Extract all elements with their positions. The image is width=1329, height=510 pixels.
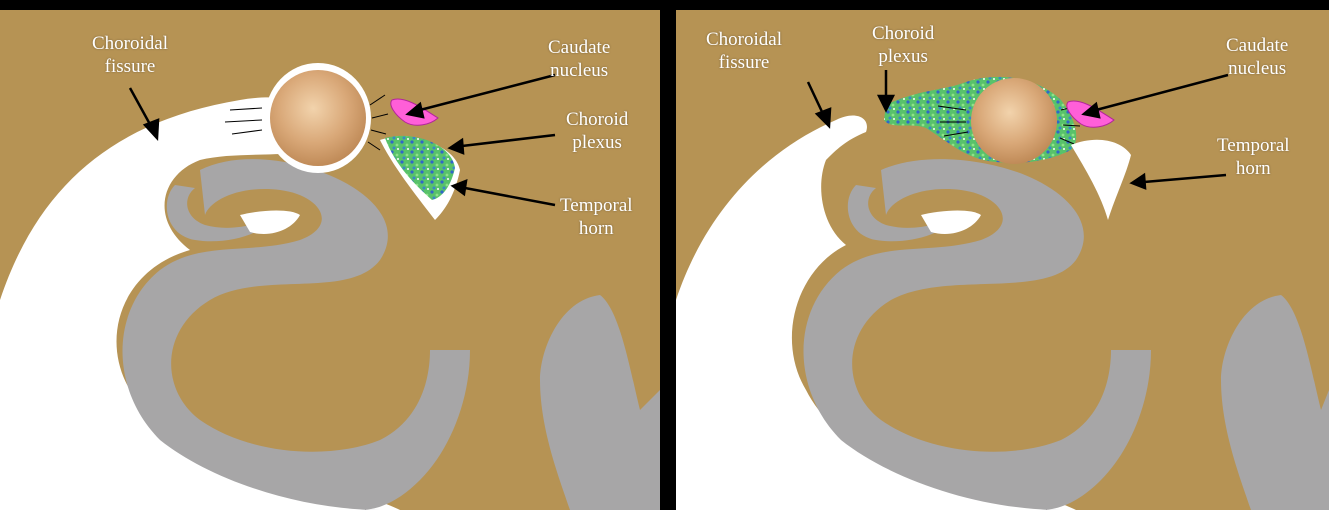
label-choroidal-fissure: Choroidal fissure — [706, 28, 782, 74]
mass — [971, 78, 1057, 164]
label-caudate-nucleus: Caudate nucleus — [1226, 34, 1288, 80]
label-caudate-nucleus: Caudate nucleus — [548, 36, 610, 82]
label-temporal-horn: Temporal horn — [560, 194, 633, 240]
label-choroid-plexus: Choroid plexus — [872, 22, 934, 68]
label-choroidal-fissure: Choroidal fissure — [92, 32, 168, 78]
label-choroid-plexus: Choroid plexus — [566, 108, 628, 154]
right-diagram-artwork — [676, 10, 1329, 510]
mass — [270, 70, 366, 166]
label-temporal-horn: Temporal horn — [1217, 134, 1290, 180]
left-diagram-artwork — [0, 10, 660, 510]
left-diagram-panel: Choroidal fissure Caudate nucleus Choroi… — [0, 10, 660, 510]
right-diagram-panel: Choroidal fissure Choroid plexus Caudate… — [676, 10, 1329, 510]
